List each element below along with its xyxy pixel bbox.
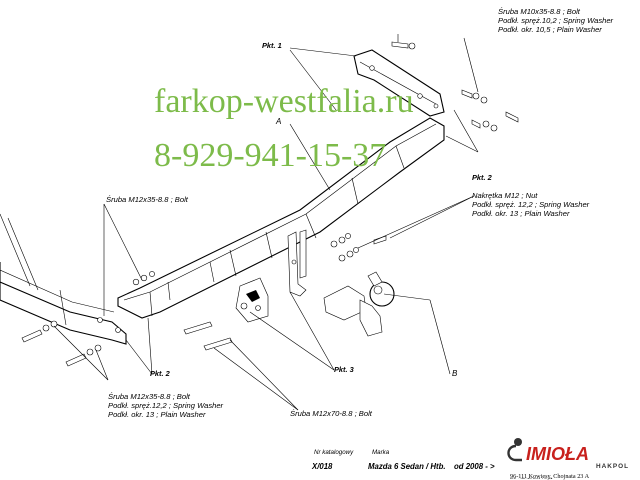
left-bolt-label: Śruba M12x35-8.8 ; Bolt <box>106 195 189 204</box>
left-bracket <box>0 213 127 345</box>
vehicle-model: Mazda 6 Sedan / Htb. <box>368 462 446 471</box>
top-bolt-label-2: Podkł. spręż.10,2 ; Spring Washer <box>498 16 614 25</box>
top-bolts <box>391 41 519 132</box>
nut-washer-set <box>132 233 387 286</box>
hook-logo-icon <box>507 444 522 462</box>
point-b-label: B <box>452 369 458 378</box>
catalog-label: Nr katalogowy <box>314 449 354 456</box>
bottom-bolt-label-2: Podkł. spręż.12,2 ; Spring Washer <box>108 401 224 410</box>
bottom-bolt-label-1: Śruba M12x35-8.8 ; Bolt <box>108 392 191 401</box>
nut-label-1: Nakrętka M12 ; Nut <box>472 191 538 200</box>
brand-name: IMIOŁA <box>526 444 589 464</box>
point-a-label: A <box>275 117 281 126</box>
right-bracket <box>353 49 445 117</box>
top-bolt-label-3: Podkł. okr. 10,5 ; Plain Washer <box>498 25 602 34</box>
main-beam <box>117 117 445 319</box>
watermark-phone: 8-929-941-15-37 <box>154 137 386 174</box>
imiola-logo: IMIOŁA HAKPOL 96-111 Kowiesy, Chojnata 2… <box>507 438 629 480</box>
nut-label-3: Podkł. okr. 13 ; Plain Washer <box>472 209 570 218</box>
pkt1-label: Pkt. 1 <box>262 41 282 50</box>
ball-mount <box>235 229 395 337</box>
leader-lines <box>53 34 479 411</box>
bottom-bolt-label-3: Podkł. okr. 13 ; Plain Washer <box>108 410 206 419</box>
watermark-site: farkop-westfalia.ru <box>154 83 414 120</box>
pkt2-bottom-label: Pkt. 2 <box>150 369 171 378</box>
long-bolt-label: Śruba M12x70-8.8 ; Bolt <box>290 409 373 418</box>
nut-label-2: Podkł. spręż. 12,2 ; Spring Washer <box>472 200 590 209</box>
brand-address: 96-111 Kowiesy, Chojnata 23 A <box>510 473 590 480</box>
ball-logo-icon <box>514 438 522 446</box>
title-block: Nr katalogowy Marka X/018 Mazda 6 Sedan … <box>311 449 495 471</box>
bottom-left-bolts <box>21 320 233 367</box>
catalog-number: X/018 <box>311 462 333 471</box>
make-label: Marka <box>372 449 390 456</box>
pkt3-label: Pkt. 3 <box>334 365 355 374</box>
brand-sub: HAKPOL <box>596 463 629 470</box>
vehicle-year: od 2008 - > <box>454 462 495 471</box>
pkt2-top-label: Pkt. 2 <box>472 173 493 182</box>
top-bolt-label-1: Śruba M10x35-8.8 ; Bolt <box>498 7 581 16</box>
brand-phone: tel. +48 46 831 73 31 <box>510 478 553 480</box>
